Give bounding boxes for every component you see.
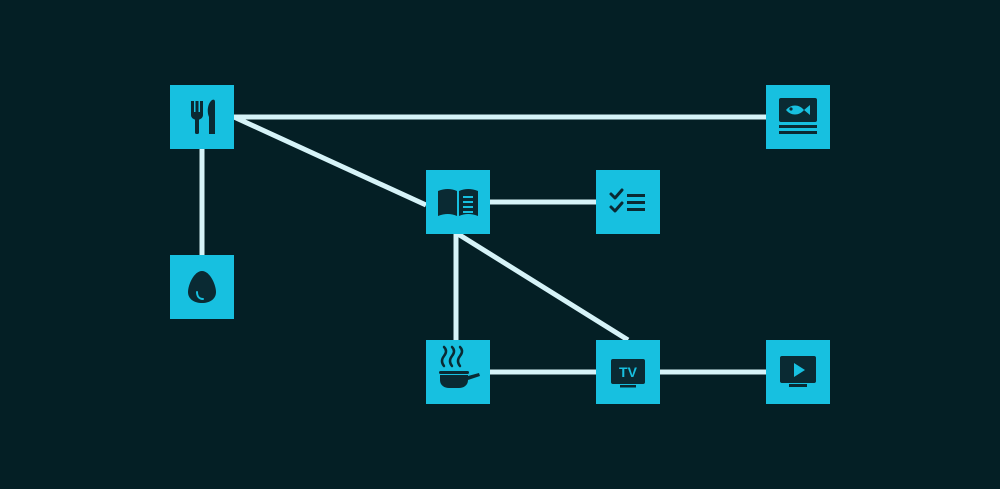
- edge-layer: [199, 114, 798, 375]
- node-video[interactable]: [766, 340, 830, 404]
- node-dining[interactable]: [170, 85, 234, 149]
- node-checklist[interactable]: [596, 170, 660, 234]
- node-cooking-pan[interactable]: [426, 340, 490, 404]
- checklist-icon: [609, 188, 645, 213]
- fish-menu-icon: [779, 98, 817, 134]
- play-video-icon: [780, 356, 816, 387]
- node-recipe-book[interactable]: [426, 170, 490, 234]
- egg-icon: [188, 271, 216, 303]
- open-book-icon: [438, 189, 478, 216]
- edge-recipe-book-to-tv: [456, 231, 630, 343]
- tv-icon: TV: [611, 359, 645, 388]
- fork-knife-icon: [191, 99, 215, 134]
- node-tv[interactable]: TV: [596, 340, 660, 404]
- node-egg[interactable]: [170, 255, 234, 319]
- node-fish-menu[interactable]: [766, 85, 830, 149]
- edge-dining-to-recipe-book: [232, 114, 428, 208]
- tv-label: TV: [619, 364, 638, 380]
- steaming-pan-icon: [439, 345, 480, 388]
